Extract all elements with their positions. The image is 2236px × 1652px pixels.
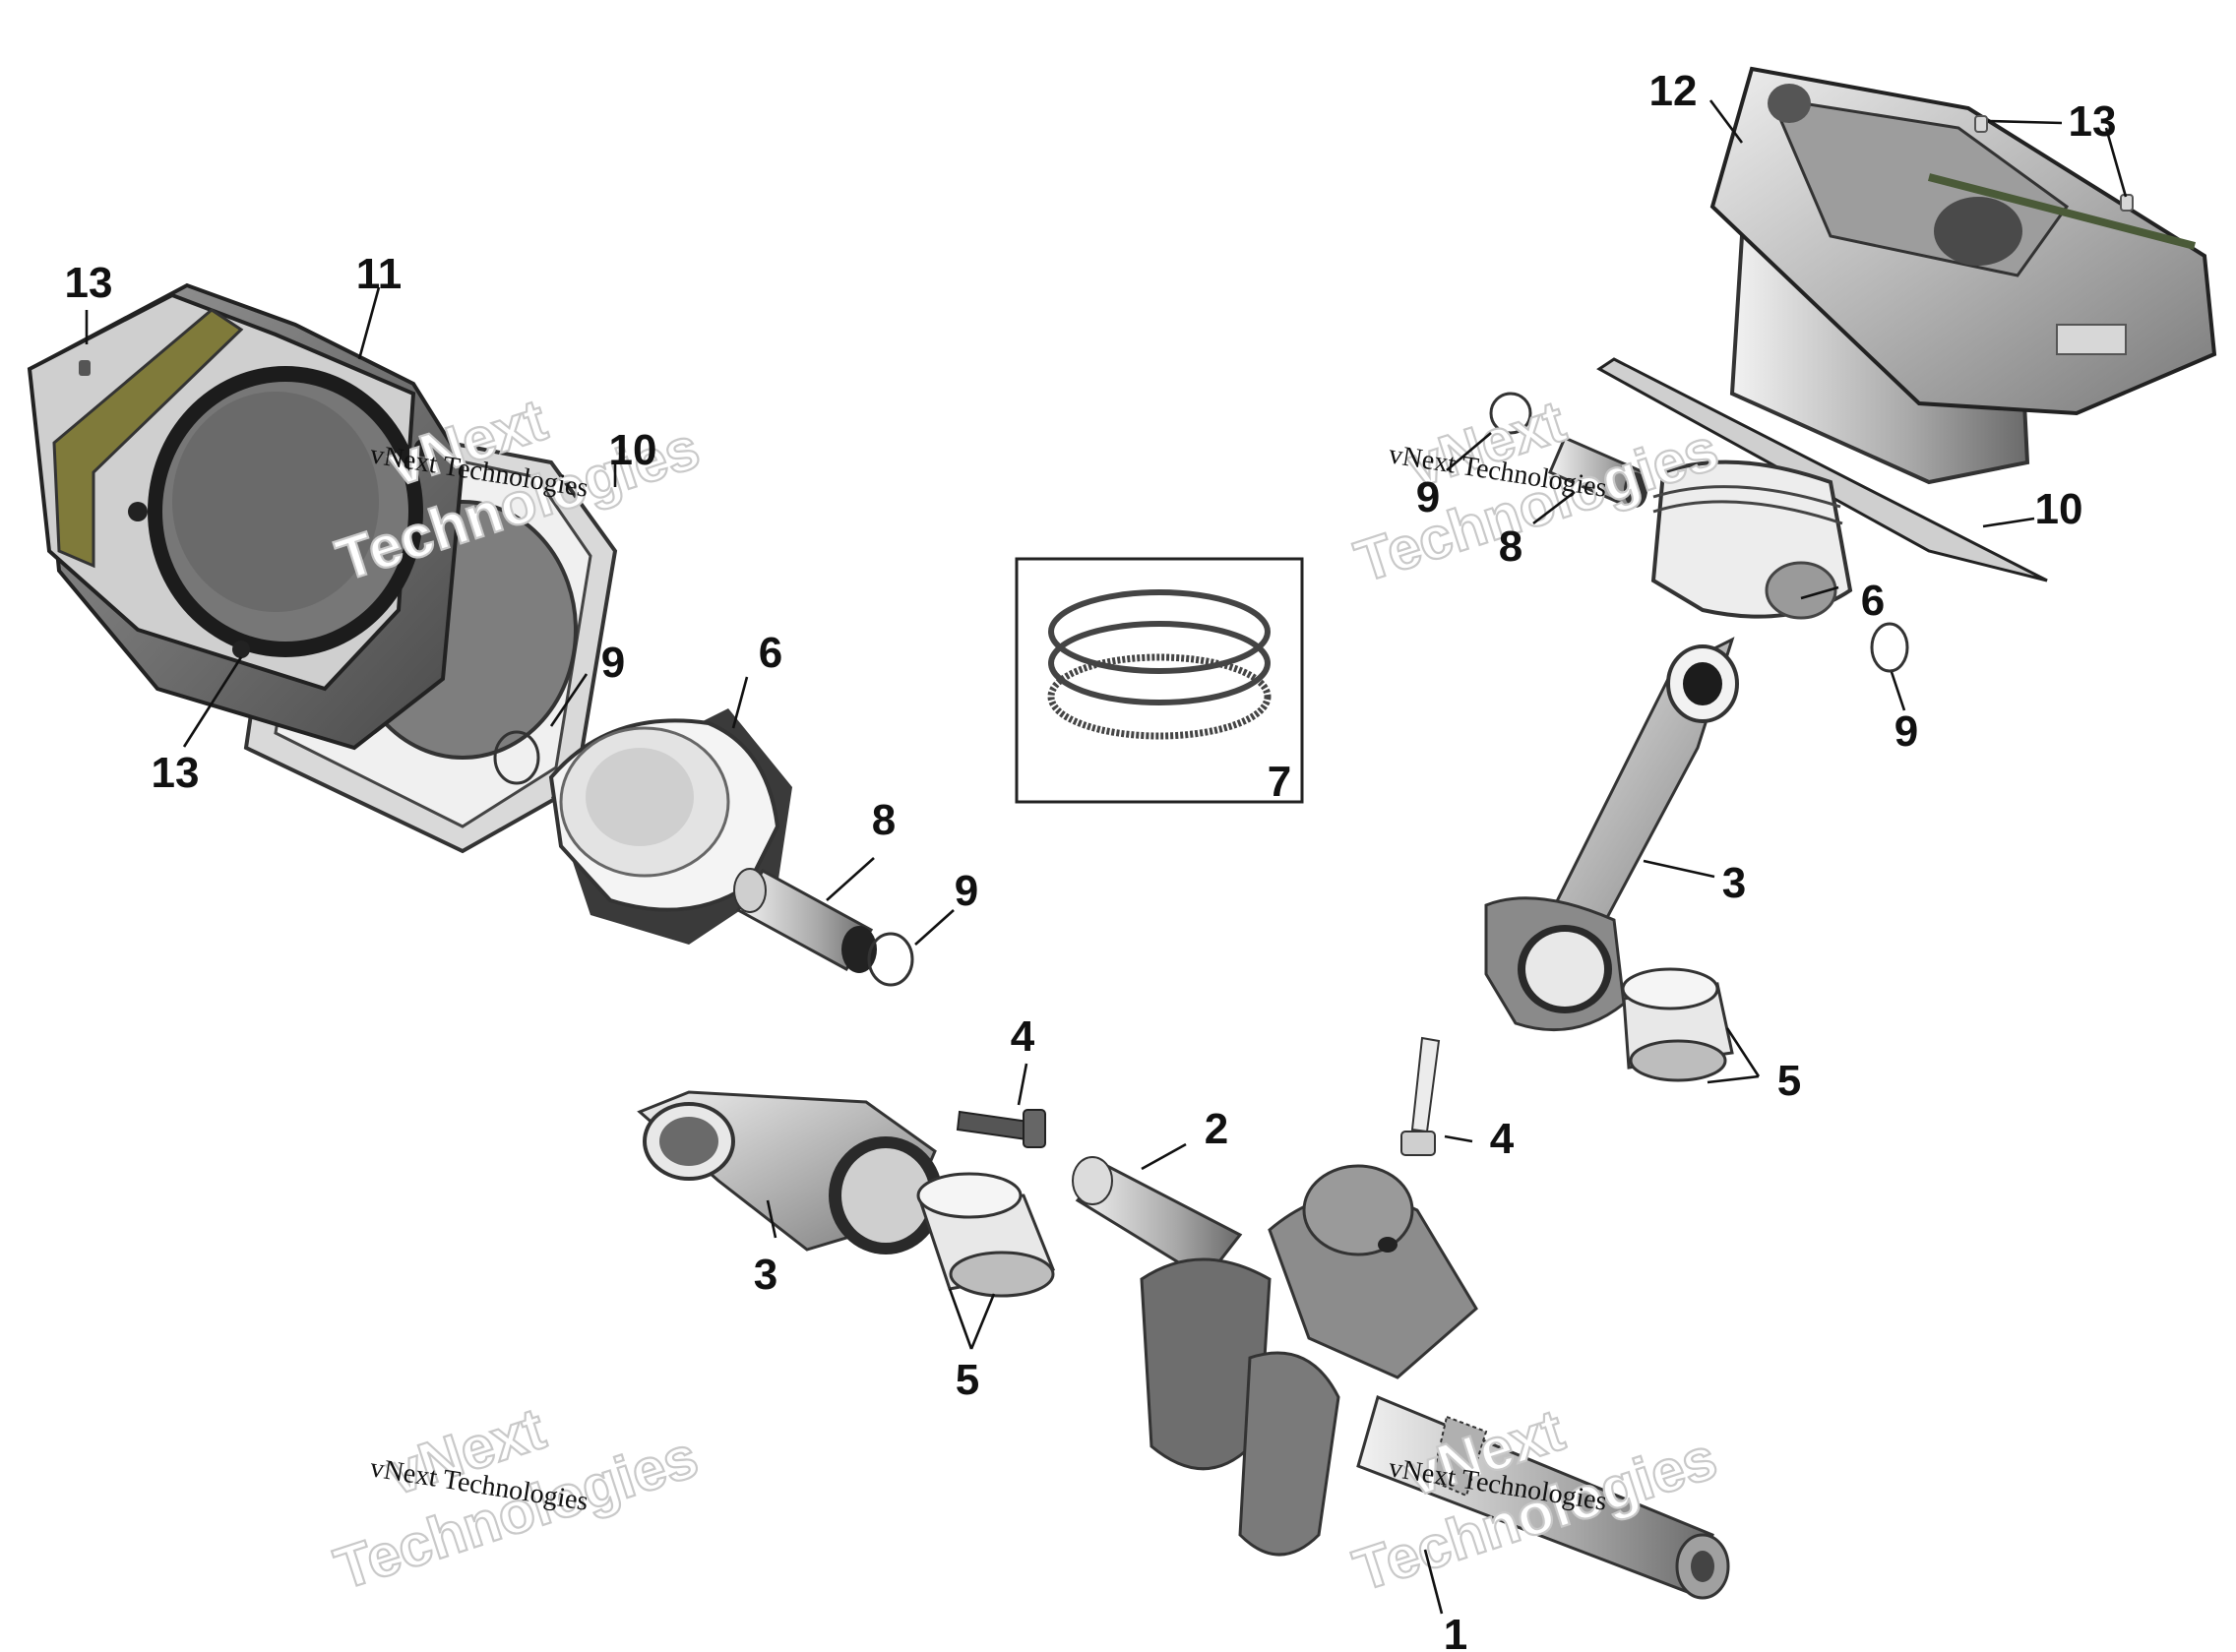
bolt-right-part bbox=[1400, 1036, 1441, 1156]
callout-piston-right: 6 bbox=[1861, 577, 1885, 625]
callout-conrod-left: 3 bbox=[754, 1251, 777, 1299]
callout-gasket-right: 10 bbox=[2035, 485, 2083, 533]
callout-crankshaft: 1 bbox=[1444, 1611, 1467, 1652]
callout-dowel-left-bottom: 13 bbox=[152, 749, 200, 797]
cylinder-right-part bbox=[1596, 66, 2217, 582]
callout-cylinder-right: 12 bbox=[1649, 67, 1698, 115]
callout-crank-end: 2 bbox=[1205, 1105, 1228, 1153]
gasket-right-part bbox=[1596, 357, 2048, 582]
callout-bearing-left: 5 bbox=[956, 1356, 979, 1404]
callout-bolt-right: 4 bbox=[1490, 1115, 1515, 1163]
callout-dowel-right: 13 bbox=[2069, 97, 2117, 146]
callout-gasket-left: 10 bbox=[609, 426, 657, 474]
dowels bbox=[79, 115, 2134, 376]
bolt-left-part bbox=[956, 1109, 1046, 1148]
pin-left-part bbox=[733, 868, 877, 973]
callout-circlip-right-bottom: 9 bbox=[1894, 707, 1918, 756]
callout-piston-ring-set: 7 bbox=[1268, 758, 1291, 806]
callout-conrod-right: 3 bbox=[1722, 859, 1746, 907]
conrod-left-part bbox=[637, 1090, 943, 1254]
cylinder-left-part bbox=[27, 282, 618, 854]
callout-bolt-left: 4 bbox=[1011, 1012, 1035, 1061]
callout-circlip-right-top: 9 bbox=[1416, 473, 1440, 521]
leader-lines bbox=[85, 99, 2128, 1615]
pin-right-part bbox=[1548, 436, 1647, 509]
circlips bbox=[493, 392, 1909, 987]
bearing-left-part bbox=[916, 1172, 1056, 1298]
bearing-right-part bbox=[1621, 967, 1734, 1082]
callout-dowel-left-top: 13 bbox=[65, 259, 113, 307]
callout-cylinder-left: 11 bbox=[356, 250, 403, 298]
piston-right-part bbox=[1650, 459, 1853, 620]
callout-pin-right: 8 bbox=[1499, 522, 1522, 571]
crankshaft-part bbox=[1072, 1156, 1730, 1600]
piston-left-part bbox=[548, 708, 792, 945]
callout-bearing-right: 5 bbox=[1777, 1057, 1801, 1105]
piston-ring-set-box bbox=[1015, 557, 1304, 804]
callout-piston-left: 6 bbox=[759, 629, 782, 677]
conrod-right-part bbox=[1484, 637, 1739, 1032]
callout-pin-left: 8 bbox=[872, 796, 896, 844]
callout-numbers: 1 2 3 3 4 4 5 5 6 6 7 8 8 9 9 9 9 10 10 … bbox=[65, 67, 2117, 1652]
callout-circlip-left-bottom: 9 bbox=[955, 867, 978, 915]
callout-circlip-left-top: 9 bbox=[601, 639, 625, 687]
